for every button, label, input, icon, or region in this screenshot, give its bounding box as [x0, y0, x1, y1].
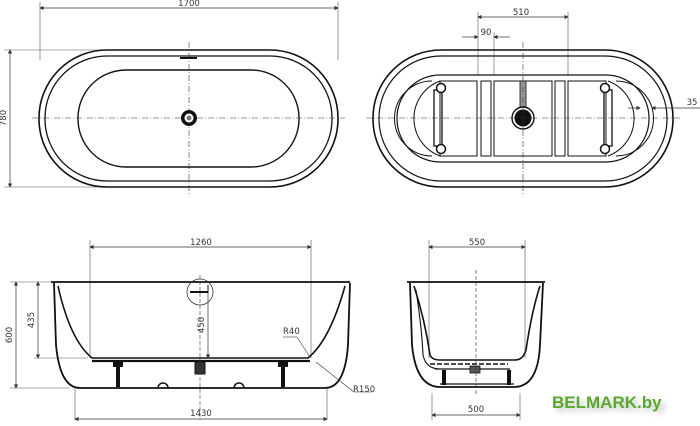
dim-overflow-450: 450	[197, 317, 207, 333]
dim-base-length-1430: 1430	[190, 409, 212, 419]
top-view: 1700 780	[0, 0, 345, 195]
foot-bolt-icon	[435, 82, 447, 94]
dim-base-width-500: 500	[468, 405, 484, 415]
belmark-watermark: BELMARK.by	[552, 393, 662, 412]
front-view: 1260 600 435 450 R40	[5, 238, 375, 422]
foot-bolt-icon	[435, 143, 447, 155]
foot-bolt-icon	[599, 143, 611, 155]
dim-radius-r40: R40	[283, 327, 300, 337]
dim-frame-span-510: 510	[513, 8, 529, 18]
dim-edge-35: 35	[687, 98, 698, 108]
dim-radius-r150: R150	[353, 385, 375, 395]
bottom-view: 510 90 35	[366, 8, 700, 195]
dim-width-780: 780	[0, 110, 9, 126]
foot-bolt-icon	[599, 82, 611, 94]
dim-height-600: 600	[5, 327, 15, 343]
side-view: 550 500	[407, 238, 545, 420]
dim-inner-length-1260: 1260	[190, 238, 212, 248]
dim-length-1700: 1700	[178, 0, 200, 9]
dim-offset-90: 90	[481, 28, 492, 38]
dim-inner-width-550: 550	[469, 238, 485, 248]
dim-depth-435: 435	[27, 312, 37, 328]
